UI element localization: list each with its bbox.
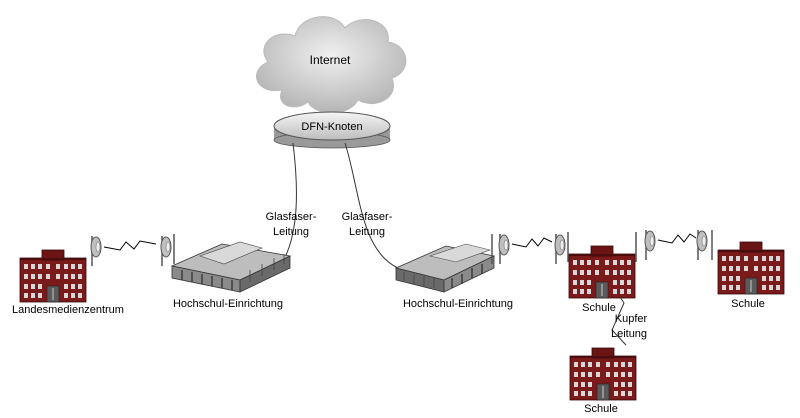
schule-right-label: Schule xyxy=(731,298,765,310)
fiber-right-line1: Glasfaser- xyxy=(342,211,393,223)
antenna-icon xyxy=(90,235,102,267)
dfn-node: DFN-Knoten xyxy=(273,111,391,149)
antenna-icon xyxy=(554,233,566,265)
node-label: DFN-Knoten xyxy=(301,121,362,133)
antenna-icon xyxy=(160,235,172,267)
fiber-right-line2: Leitung xyxy=(349,226,385,238)
landesmedienzentrum-label: Landesmedienzentrum xyxy=(12,304,124,316)
hochschul-right-label: Hochschul-Einrichtung xyxy=(403,298,513,310)
antenna-icon xyxy=(644,229,656,261)
schule-mid-label: Schule xyxy=(582,302,616,314)
copper-line2: Leitung xyxy=(611,328,647,340)
radio-link-right xyxy=(491,232,569,265)
schule-mid-building-icon xyxy=(568,245,636,299)
fiber-left-line2: Leitung xyxy=(273,226,309,238)
radio-link-left xyxy=(90,234,175,267)
copper-line xyxy=(611,296,627,346)
radio-link-far-right xyxy=(635,229,713,262)
hochschul-left-campus-icon xyxy=(170,241,292,293)
hochschul-left-label: Hochschul-Einrichtung xyxy=(173,298,283,310)
schule-bottom-label: Schule xyxy=(584,403,618,415)
antenna-icon xyxy=(696,229,708,261)
hochschul-right-campus-icon xyxy=(394,243,496,293)
schule-right-building-icon xyxy=(717,241,785,295)
copper-line1: Kupfer xyxy=(615,313,648,325)
internet-cloud: Internet xyxy=(256,16,407,114)
fiber-line-right xyxy=(344,142,399,269)
antenna-icon xyxy=(498,233,510,265)
landesmedienzentrum-building-icon xyxy=(19,249,87,303)
schule-bottom-building-icon xyxy=(569,347,637,401)
cloud-label: Internet xyxy=(310,53,351,67)
fiber-left-line1: Glasfaser- xyxy=(266,211,317,223)
